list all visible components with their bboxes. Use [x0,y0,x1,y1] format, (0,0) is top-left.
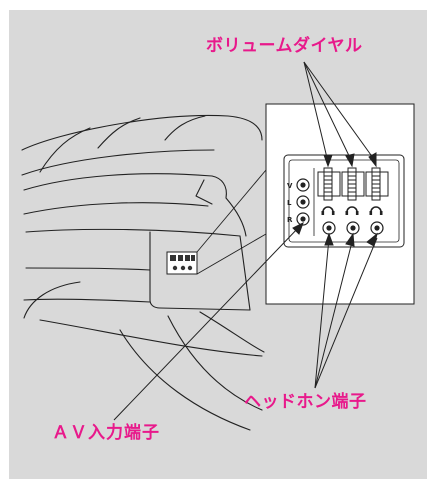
volume-dial-2 [341,167,365,201]
av-input-label: ＡＶ入力端子 [52,423,160,443]
headphone-icons [321,206,383,215]
seat-console-drawing [21,114,265,431]
console-av-unit [166,251,198,275]
leader-lines [113,61,378,421]
volume-dial-3 [365,167,389,201]
jack-label-r: R [287,216,293,224]
headphone-icon [369,206,383,215]
headphone-icon [321,206,335,215]
headphone-jacks [322,221,384,235]
volume-dial-label: ボリュームダイヤル [206,36,363,56]
headphone-icon [345,206,359,215]
zoom-connector-lines [196,169,267,275]
av-input-jacks: V L R [287,168,315,236]
headphone-jack-label: ヘッドホン端子 [244,392,367,412]
jack-label-v: V [287,182,293,190]
volume-dials [317,167,389,201]
jack-label-l: L [287,199,292,207]
volume-dial-1 [317,167,341,201]
